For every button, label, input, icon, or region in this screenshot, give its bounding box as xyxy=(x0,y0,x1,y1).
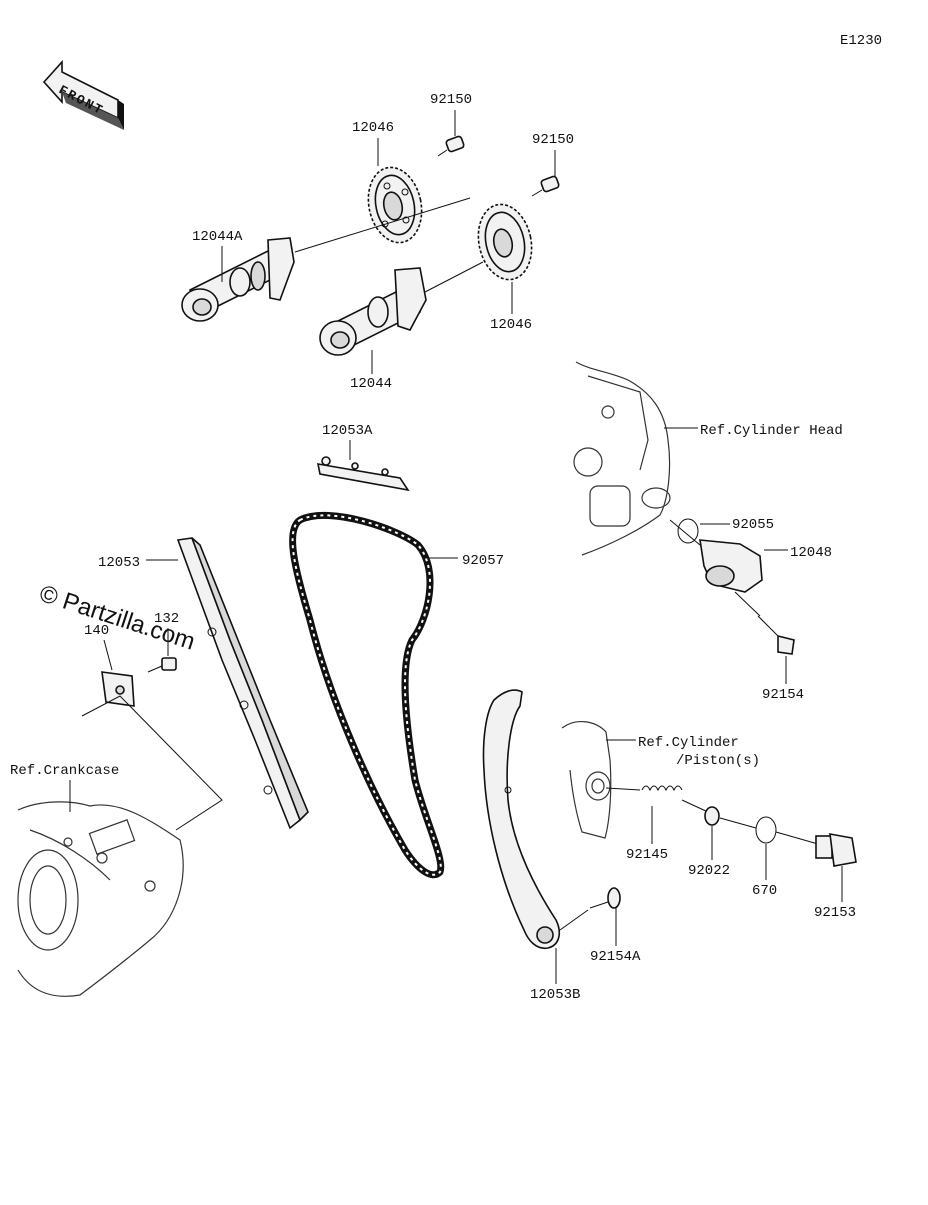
chain-guide-lower xyxy=(482,689,561,950)
label-92150-b: 92150 xyxy=(532,132,574,148)
diagram-code: E1230 xyxy=(840,33,882,49)
plug-bolt xyxy=(815,833,857,867)
label-12044a: 12044A xyxy=(192,229,243,245)
camshaft-exhaust xyxy=(319,261,484,356)
sprocket-bolt-top xyxy=(437,135,465,157)
tensioner-oring xyxy=(677,518,699,544)
label-12046-bottom: 12046 xyxy=(490,317,532,333)
timing-chain xyxy=(289,511,445,879)
plate xyxy=(101,671,135,707)
label-92057: 92057 xyxy=(462,553,504,569)
label-12048: 12048 xyxy=(790,545,832,561)
tensioner-spring xyxy=(605,785,709,813)
gasket-ring xyxy=(755,816,777,844)
plate-bolt xyxy=(147,657,177,673)
tensioner-bolt xyxy=(757,615,795,655)
label-12044: 12044 xyxy=(350,376,392,392)
label-92154: 92154 xyxy=(762,687,804,703)
washer xyxy=(704,806,720,826)
chain-guide-upper xyxy=(316,456,410,492)
cylinder-head-reference xyxy=(573,361,671,556)
label-12053: 12053 xyxy=(98,555,140,571)
label-92150-a: 92150 xyxy=(430,92,472,108)
crankcase-reference xyxy=(17,801,184,997)
camshaft-intake xyxy=(181,197,471,322)
label-92145: 92145 xyxy=(626,847,668,863)
label-92153: 92153 xyxy=(814,905,856,921)
label-12053b: 12053B xyxy=(530,987,580,1003)
label-92154a: 92154A xyxy=(590,949,641,965)
cam-sprocket-top xyxy=(367,166,423,244)
label-132: 132 xyxy=(154,611,179,627)
label-ref-cylinder-2: /Piston(s) xyxy=(676,753,760,769)
label-670: 670 xyxy=(752,883,777,899)
label-ref-crankcase: Ref.Crankcase xyxy=(10,763,119,779)
label-12046-top: 12046 xyxy=(352,120,394,136)
sprocket-bolt-bottom xyxy=(531,175,560,197)
label-92055: 92055 xyxy=(732,517,774,533)
front-arrow-icon: FRONT xyxy=(42,59,124,130)
label-ref-cylinder-1: Ref.Cylinder xyxy=(638,735,739,751)
label-140: 140 xyxy=(84,623,109,639)
label-92022: 92022 xyxy=(688,863,730,879)
chain-guide-left xyxy=(176,537,309,830)
pivot-bolt xyxy=(559,887,621,931)
cylinder-piston-reference xyxy=(561,721,612,839)
chain-tensioner xyxy=(669,519,763,617)
label-ref-cylinder-head: Ref.Cylinder Head xyxy=(700,423,843,439)
label-12053a: 12053A xyxy=(322,423,373,439)
cam-sprocket-bottom xyxy=(477,203,533,281)
